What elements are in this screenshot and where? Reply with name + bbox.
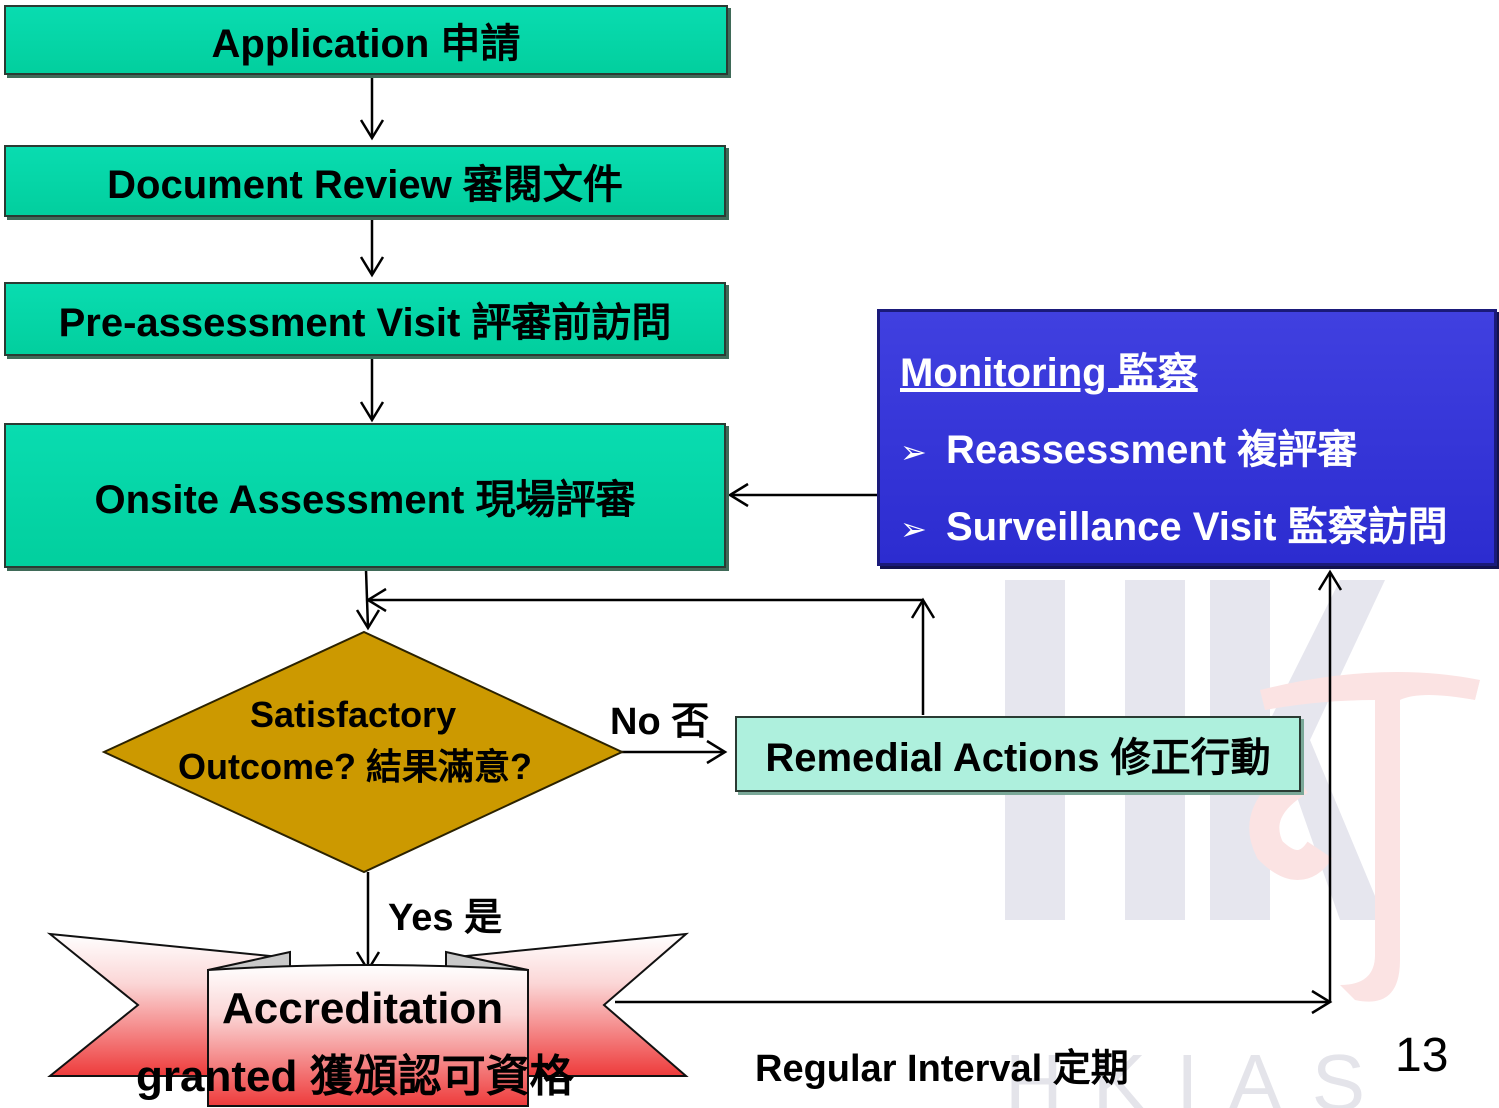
bullet-arrow-icon: ➢ [900, 511, 927, 547]
accreditation-label-line2: granted 獲頒認可資格 [136, 1052, 574, 1101]
monitoring-title: Monitoring 監察 [900, 351, 1198, 395]
onsite-assessment-step-label: Onsite Assessment 現場評審 [94, 477, 636, 522]
application-step-label: Application 申請 [211, 22, 521, 66]
monitoring-item-reassessment: ➢ Reassessment 複評審 [900, 417, 1357, 475]
document-review-step-label: Document Review 審閱文件 [107, 163, 623, 207]
accreditation-label-line1: Accreditation [222, 984, 504, 1033]
bullet-arrow-icon: ➢ [900, 434, 927, 470]
application-step: Application 申請 [4, 5, 728, 75]
onsite-assessment-step: Onsite Assessment 現場評審 [4, 423, 726, 568]
document-review-step: Document Review 審閱文件 [4, 145, 726, 217]
monitoring-item-surveillance: ➢ Surveillance Visit 監察訪問 [900, 494, 1448, 552]
pre-assessment-step: Pre-assessment Visit 評審前訪問 [4, 282, 726, 356]
monitoring-item-label: Reassessment 複評審 [945, 428, 1358, 472]
monitoring-item-label: Surveillance Visit 監察訪問 [945, 505, 1448, 549]
remedial-actions-label: Remedial Actions 修正行動 [765, 736, 1271, 780]
regular-interval-label: Regular Interval 定期 [755, 1048, 1129, 1090]
decision-label-line1: Satisfactory [250, 694, 457, 735]
page-number: 13 [1395, 1029, 1449, 1082]
yes-label: Yes 是 [388, 897, 503, 939]
pre-assessment-step-label: Pre-assessment Visit 評審前訪問 [58, 301, 672, 345]
remedial-actions-step: Remedial Actions 修正行動 [735, 716, 1301, 792]
no-label: No 否 [610, 701, 710, 743]
monitoring-panel: Monitoring 監察 ➢ Reassessment 複評審 ➢ Surve… [877, 309, 1497, 566]
svg-text:HKIAS: HKIAS [1005, 1038, 1395, 1108]
decision-label-line2: Outcome? 結果滿意? [178, 746, 533, 787]
